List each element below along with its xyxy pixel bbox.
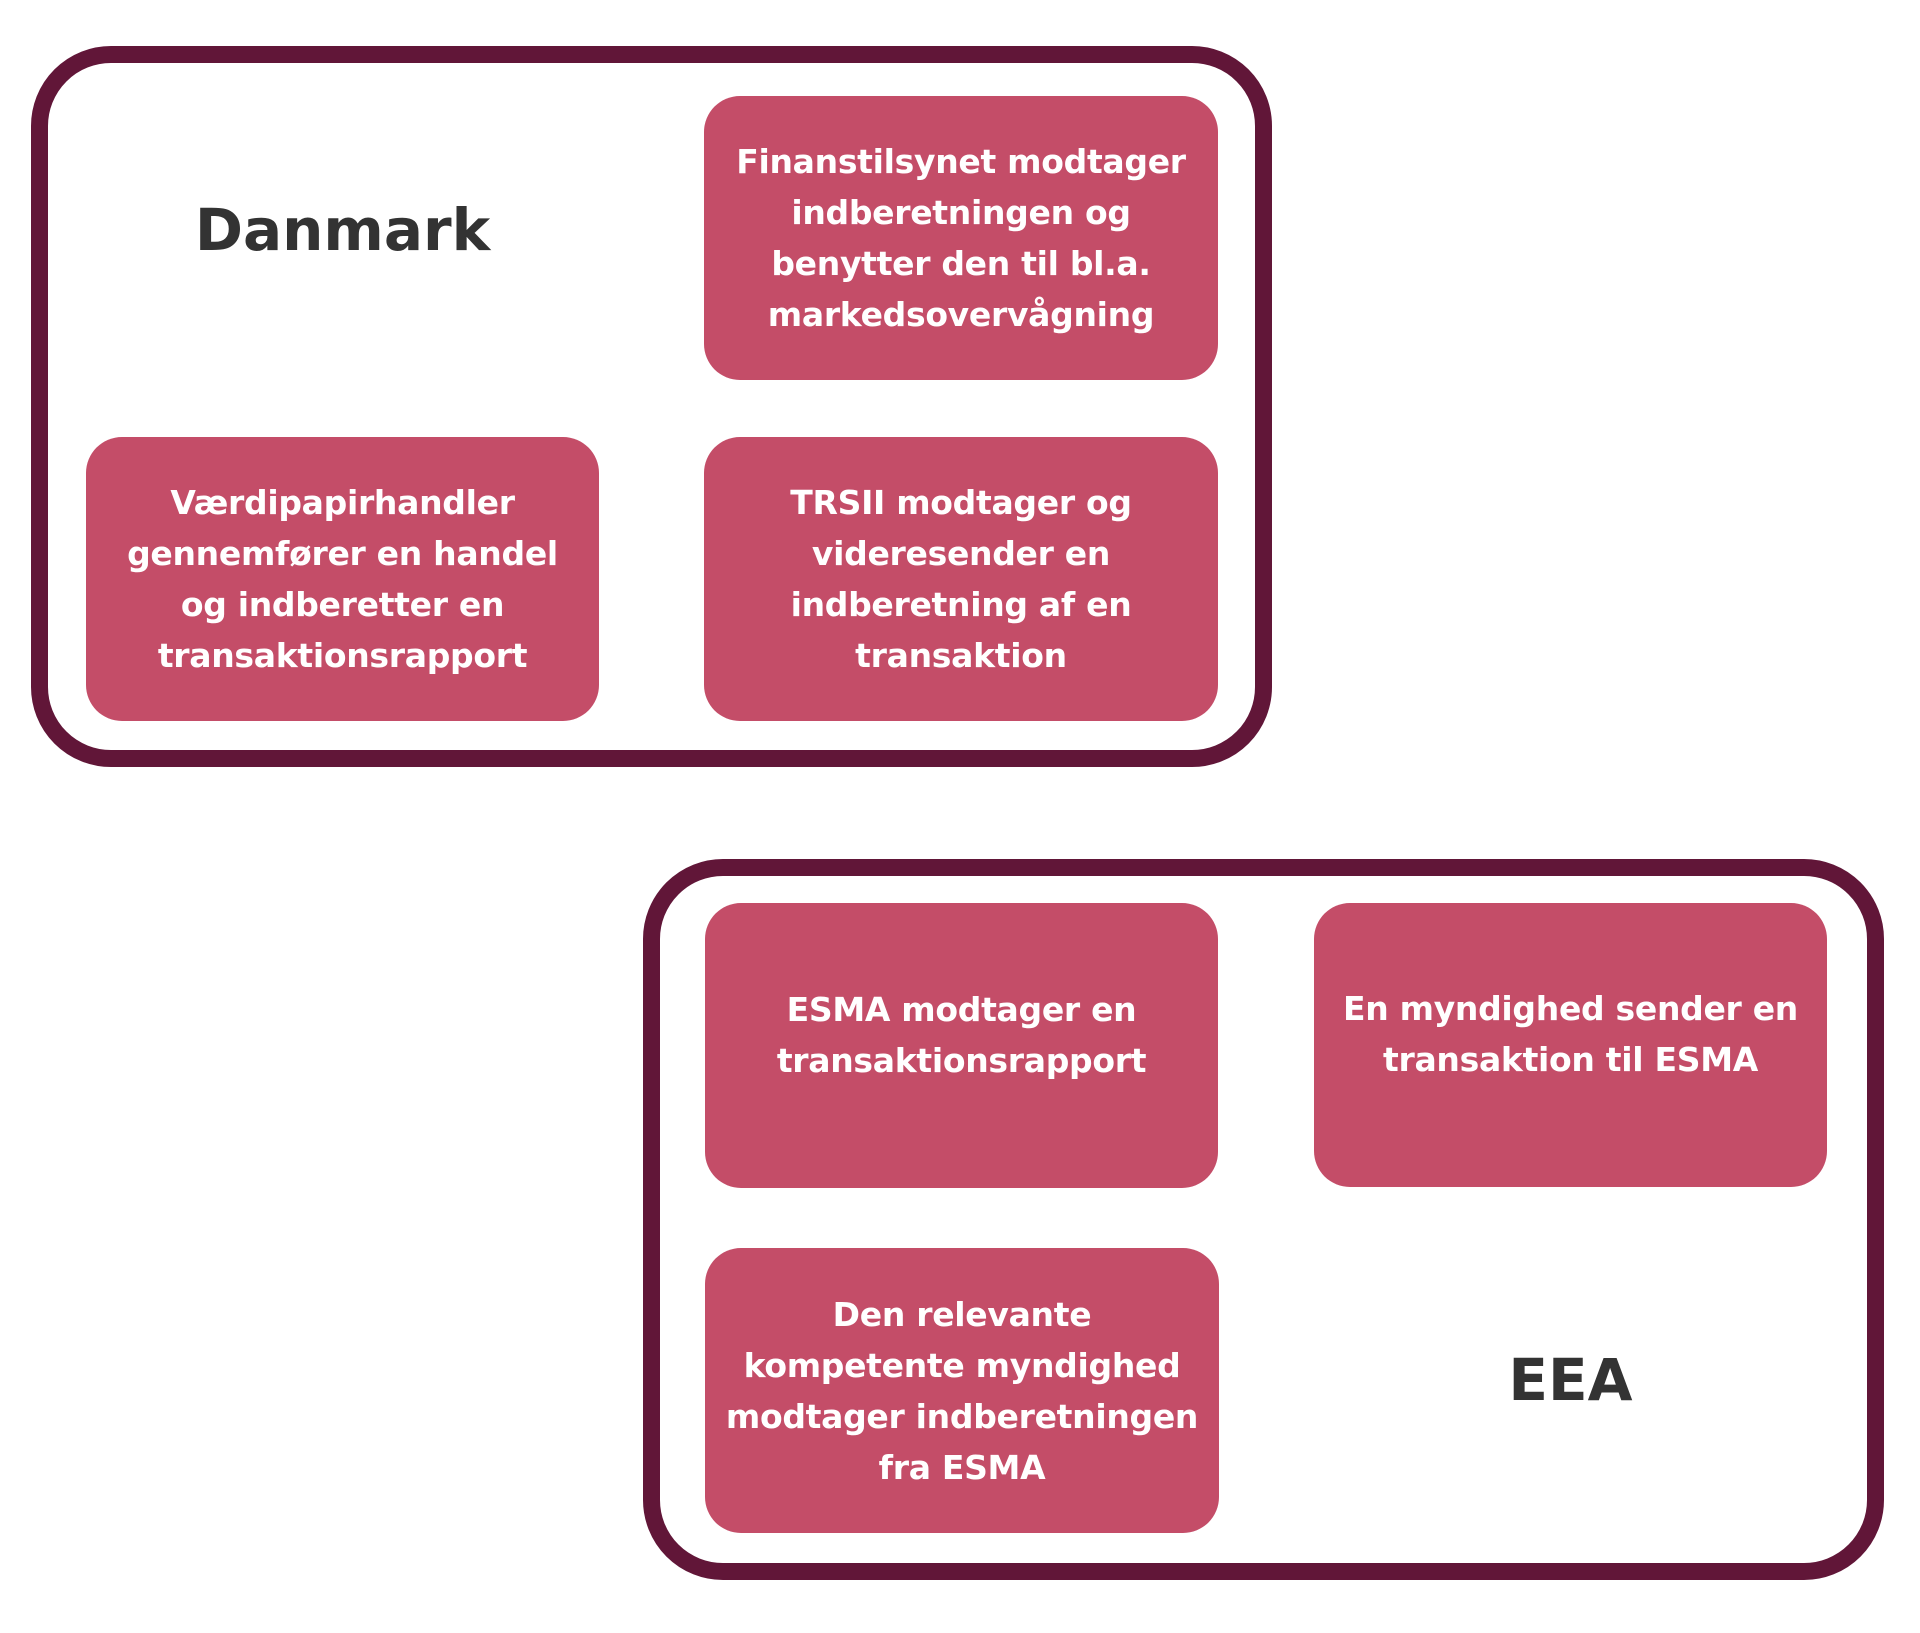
card-esma-receives: ESMA modtager en transaktionsrapport: [705, 903, 1218, 1188]
card-text: Finanstilsynet modtager indberetningen o…: [736, 142, 1186, 334]
card-relevant-authority-receives: Den relevante kompetente myndighed modta…: [705, 1248, 1219, 1533]
card-securities-dealer-trade: Værdipapirhandler gennemfører en handel …: [86, 437, 599, 721]
card-text: Den relevante kompetente myndighed modta…: [725, 1294, 1199, 1487]
card-text: En myndighed sender en transaktion til E…: [1342, 989, 1798, 1079]
card-finanstilsynet-receives: Finanstilsynet modtager indberetningen o…: [704, 96, 1218, 380]
region-label-eea: EEA: [1508, 1346, 1633, 1414]
region-label-danmark: Danmark: [194, 196, 491, 264]
card-text: ESMA modtager en transaktionsrapport: [776, 989, 1147, 1080]
card-trsii-forwards: TRSII modtager og videresender en indber…: [704, 437, 1218, 721]
card-text: Værdipapirhandler gennemfører en handel …: [127, 483, 558, 675]
card-authority-sends-to-esma: En myndighed sender en transaktion til E…: [1314, 903, 1827, 1187]
card-text: TRSII modtager og videresender en indber…: [790, 483, 1132, 675]
